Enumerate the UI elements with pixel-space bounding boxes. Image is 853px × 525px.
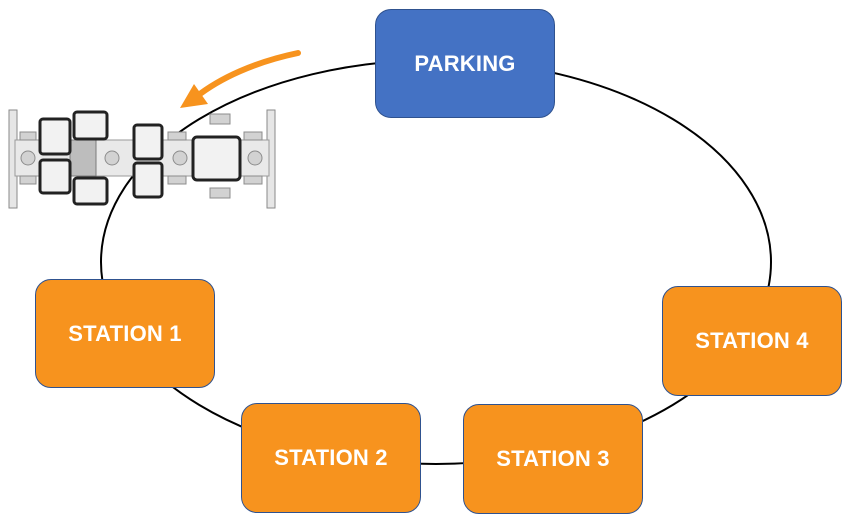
parking-label: PARKING bbox=[414, 50, 516, 76]
station-4-node: STATION 4 bbox=[662, 286, 842, 396]
station-1-label: STATION 1 bbox=[68, 320, 182, 346]
curved-arrow-left-icon bbox=[180, 50, 301, 108]
shuttle-carrier-icon bbox=[8, 109, 276, 209]
station-2-node: STATION 2 bbox=[241, 403, 421, 513]
track-path bbox=[100, 59, 772, 465]
station-4-label: STATION 4 bbox=[695, 328, 809, 353]
station-3-node: STATION 3 bbox=[463, 404, 643, 514]
parking-node: PARKING bbox=[375, 9, 555, 118]
station-1-node: STATION 1 bbox=[35, 279, 215, 388]
station-3-label: STATION 3 bbox=[496, 446, 610, 471]
station-2-label: STATION 2 bbox=[274, 445, 388, 470]
